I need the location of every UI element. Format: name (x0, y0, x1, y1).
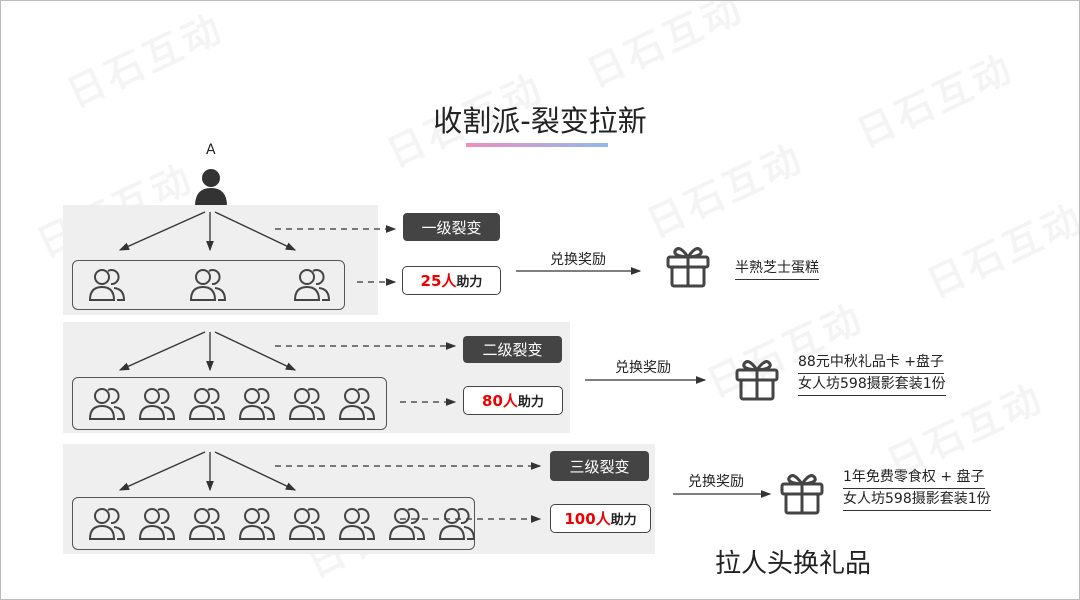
exchange-label: 兑换奖励 (615, 360, 671, 376)
level-1-help-count: 25人助力 (402, 266, 501, 295)
help-label: 助力 (517, 395, 544, 410)
help-label: 助力 (456, 275, 483, 290)
people-icon (137, 503, 177, 543)
exchange-label: 兑换奖励 (550, 252, 606, 268)
reward-line: 1年免费零食权 + 盘子 (843, 467, 985, 489)
people-icon (287, 383, 327, 423)
level-2-help-count: 80人助力 (463, 386, 563, 415)
people-icon (337, 383, 377, 423)
level-2-reward: 88元中秋礼品卡 +盘子女人坊598摄影套装1份 (798, 352, 946, 396)
people-icon (87, 383, 127, 423)
reward-line: 半熟芝士蛋糕 (735, 258, 819, 280)
level-1-people-group (72, 260, 345, 310)
people-icon (187, 503, 227, 543)
level-3-help-count: 100人助力 (550, 504, 651, 533)
reward-line: 88元中秋礼品卡 +盘子 (798, 352, 944, 374)
level-1-reward: 半熟芝士蛋糕 (735, 258, 819, 280)
page-title: 收割派-裂变拉新 (433, 104, 647, 138)
help-label: 助力 (610, 513, 637, 528)
people-icon (237, 383, 277, 423)
people-icon (188, 264, 228, 304)
help-number: 80人 (482, 392, 518, 410)
exchange-label: 兑换奖励 (688, 474, 744, 490)
gift-icon (665, 242, 711, 288)
level-1-tag: 一级裂变 (403, 213, 500, 241)
people-icon (337, 503, 377, 543)
people-icon (137, 383, 177, 423)
footer-caption: 拉人头换礼品 (715, 549, 872, 579)
help-number: 25人 (420, 272, 457, 290)
people-icon (287, 503, 327, 543)
level-3-reward: 1年免费零食权 + 盘子女人坊598摄影套装1份 (843, 467, 991, 511)
reward-line: 女人坊598摄影套装1份 (843, 489, 991, 511)
people-icon (237, 503, 277, 543)
level-2-tag: 二级裂变 (463, 336, 562, 363)
people-icon (87, 264, 127, 304)
root-label: A (206, 142, 216, 158)
gift-icon (779, 469, 825, 515)
title-underline (466, 143, 608, 147)
gift-icon (734, 355, 780, 401)
people-icon (437, 503, 477, 543)
people-icon (292, 264, 332, 304)
reward-line: 女人坊598摄影套装1份 (798, 374, 946, 396)
people-icon (87, 503, 127, 543)
level-2-people-group (72, 377, 387, 430)
people-icon (387, 503, 427, 543)
level-3-tag: 三级裂变 (550, 451, 649, 481)
person-icon (195, 169, 227, 206)
help-number: 100人 (564, 510, 611, 528)
level-3-people-group (72, 497, 475, 550)
people-icon (187, 383, 227, 423)
